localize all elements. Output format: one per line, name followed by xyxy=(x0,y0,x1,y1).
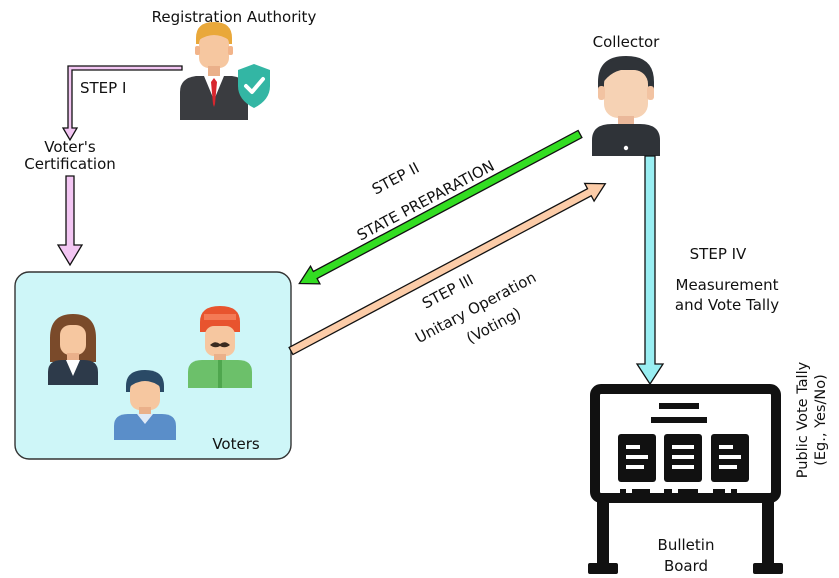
collector-person-icon xyxy=(592,56,660,156)
woman-voter-icon xyxy=(48,314,98,385)
voter-certification-line1: Voter's xyxy=(44,138,96,156)
public-tally-line2: (Eg., Yes/No) xyxy=(813,374,829,466)
step2-arrow xyxy=(298,129,583,285)
boy-voter-icon xyxy=(114,370,176,440)
turban-man-voter-icon xyxy=(188,306,252,388)
bulletin-board-icon xyxy=(588,384,783,574)
step4-sublabel-line1: Measurement xyxy=(676,276,779,294)
voter-certification-line2: Certification xyxy=(24,155,116,173)
step4-label: STEP IV xyxy=(690,245,747,263)
bulletin-board-line2: Board xyxy=(664,557,708,575)
official-with-shield-icon xyxy=(180,22,270,120)
step1-arrow xyxy=(61,65,183,142)
certification-to-voters-arrow xyxy=(56,175,84,267)
voters-label: Voters xyxy=(212,435,260,453)
step4-sublabel-line2: and Vote Tally xyxy=(675,296,779,314)
bulletin-board-line1: Bulletin xyxy=(658,536,715,554)
step2-label: STEP II xyxy=(369,159,422,199)
step4-arrow xyxy=(635,155,665,386)
registration-authority-label: Registration Authority xyxy=(152,8,317,26)
public-tally-line1: Public Vote Tally xyxy=(795,361,811,478)
collector-label: Collector xyxy=(593,33,661,51)
step2-sublabel: STATE PREPARATION xyxy=(354,157,497,245)
step3-arrow xyxy=(288,182,607,356)
step1-label: STEP I xyxy=(80,79,126,97)
